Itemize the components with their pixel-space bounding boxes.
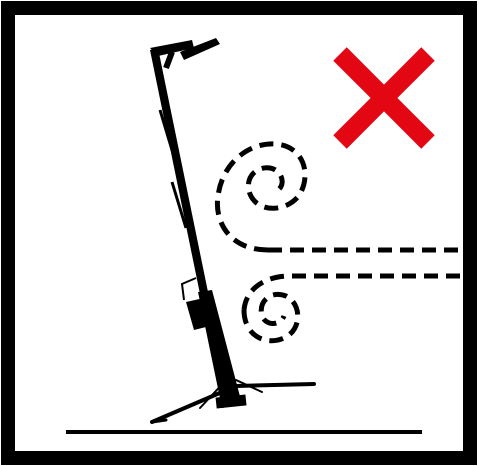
warning-sign (0, 0, 479, 466)
warning-sign-canvas (0, 0, 479, 466)
